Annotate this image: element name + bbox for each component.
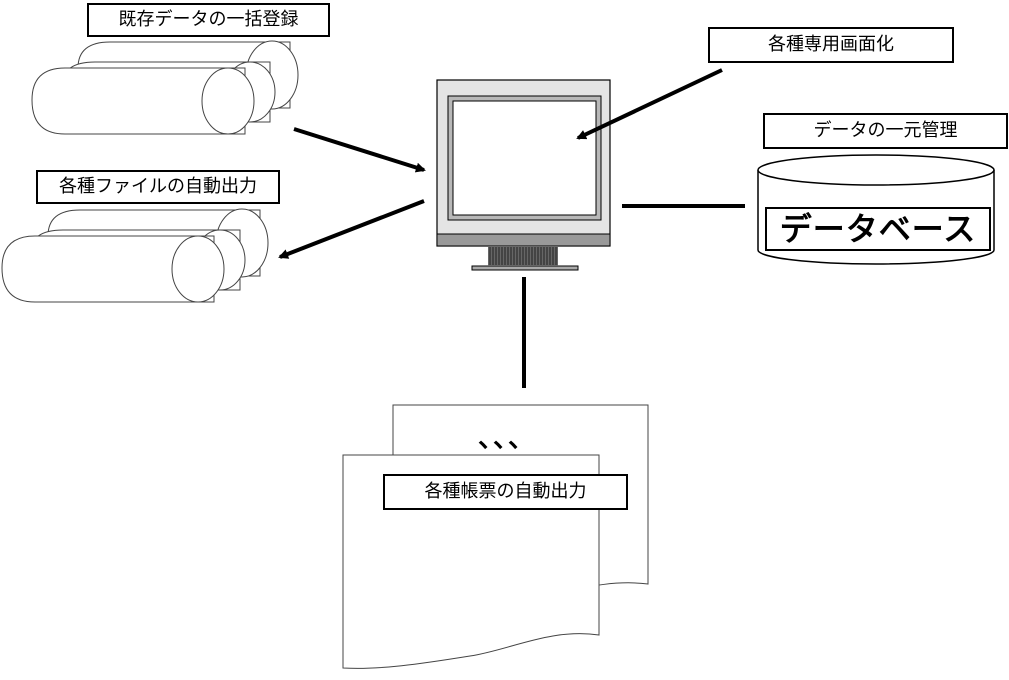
form-output-label: 各種帳票の自動出力 (383, 474, 628, 510)
monitor-stand (488, 246, 558, 266)
file-output-file-stack-icon (1, 208, 269, 303)
dedicated-screens-arrow (576, 68, 723, 140)
database-label: データベース (765, 207, 991, 251)
data-management-label: データの一元管理 (763, 113, 1008, 149)
bulk-registration-arrow (293, 127, 426, 173)
bulk-registration-file-stack-icon (31, 40, 299, 135)
ellipsis-text: 、、、 (478, 424, 537, 454)
file-output-arrow (278, 199, 425, 259)
dedicated-screens-label: 各種専用画面化 (708, 27, 954, 63)
computer-monitor-icon (436, 79, 611, 271)
file-output-label: 各種ファイルの自動出力 (36, 170, 280, 204)
bulk-registration-label: 既存データの一括登録 (87, 3, 330, 37)
